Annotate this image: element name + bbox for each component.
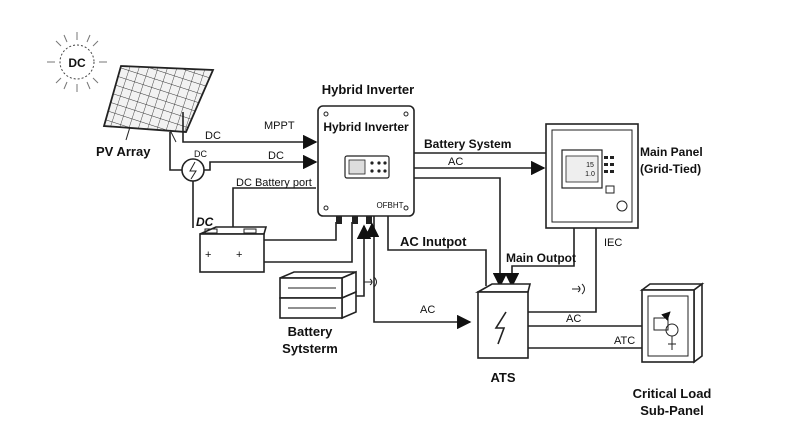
pv-array: [102, 65, 215, 143]
dc-label-mid: DC: [268, 150, 284, 162]
main-output-wire: [504, 228, 575, 288]
ac-low-label: AC: [420, 304, 435, 316]
pv-array-label: PV Array: [96, 144, 151, 159]
iec-label: IEC: [604, 237, 622, 249]
battery-inverter-wire: [264, 222, 337, 241]
dc-label-top: DC: [205, 130, 221, 142]
signal-icon-left: [364, 276, 377, 288]
ac-input-wire: [387, 216, 487, 286]
main-panel: [545, 123, 639, 229]
ats-label: ATS: [490, 370, 515, 385]
atc-label: ATC: [614, 335, 635, 347]
svg-text:+: +: [205, 249, 211, 261]
inverter-ats-wire: [414, 177, 508, 288]
ac-top-label: AC: [448, 156, 463, 168]
dc-italic-label: DC: [196, 215, 214, 229]
pv-dc-wire: [182, 112, 318, 150]
hybrid-inverter: [317, 105, 415, 224]
ac-right-label: AC: [566, 313, 581, 325]
critical-load-panel: [639, 282, 705, 364]
battery-inverter-wire-2: [264, 222, 353, 263]
svg-text:+: +: [236, 249, 242, 261]
ac-input-label: AC Inutpot: [400, 234, 467, 249]
sun-label: DC: [68, 56, 86, 70]
critical-load-label-2: Sub-Panel: [640, 403, 704, 418]
dc-battery-port-wire: [232, 187, 316, 228]
battery-system-label-1: Battery: [288, 324, 334, 339]
sun-icon: DC: [47, 32, 107, 92]
panel-screen-line2: 1.0: [585, 171, 595, 178]
pv-to-breaker-wire: [169, 132, 182, 171]
breaker-dc-label: DC: [194, 149, 207, 159]
battery-system-inverter-wire: [356, 224, 372, 297]
ats-switch: [474, 283, 532, 359]
mppt-label: MPPT: [264, 120, 295, 132]
battery-system-icon: [279, 270, 357, 320]
critical-load-label-1: Critical Load: [633, 386, 712, 401]
dc-battery-port-label: DC Battery port: [236, 177, 312, 189]
panel-screen-line1: 15: [586, 162, 594, 169]
battery-icon: + +: [199, 226, 268, 273]
hybrid-inverter-title: Hybrid Inverter: [322, 82, 414, 97]
main-panel-label-1: Main Panel: [640, 145, 703, 159]
breaker-dc-wire: [204, 154, 318, 171]
ac-low-wire: [373, 216, 472, 330]
dc-breaker-icon: [181, 158, 205, 182]
inverter-brand: OFBHT: [376, 201, 403, 210]
main-output-label: Main Outpot: [506, 251, 576, 265]
battery-system-top-label: Battery System: [424, 137, 511, 151]
battery-system-label-2: Sytsterm: [282, 341, 338, 356]
inverter-face-label: Hybrid Inverter: [323, 120, 409, 134]
iec-wire: [528, 228, 597, 313]
main-panel-label-2: (Grid-Tied): [640, 162, 701, 176]
signal-icon: [572, 283, 585, 295]
